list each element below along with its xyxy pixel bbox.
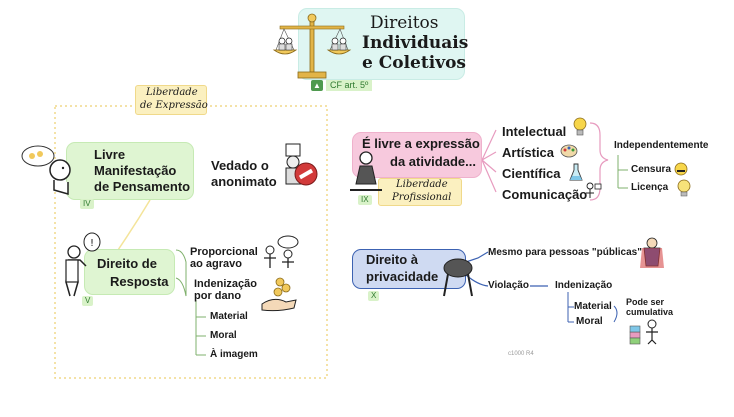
frame-label-line1: Liberdade xyxy=(146,87,198,98)
expressao-article-num: IX xyxy=(358,195,372,205)
privacidade-type-moral: Moral xyxy=(576,316,603,327)
liberdade-profissional-tag xyxy=(378,178,462,206)
triangle-up-icon: ▲ xyxy=(311,80,323,91)
stacked-boxes-person-icon xyxy=(629,319,658,345)
lightbulb-icon xyxy=(573,117,587,136)
no-anonymous-icon xyxy=(285,143,318,186)
privacidade-mesmo: Mesmo para pessoas "públicas" xyxy=(488,247,642,258)
liberdade-expressao-tag xyxy=(135,85,207,115)
indenizacao-line2: por dano xyxy=(194,290,242,302)
independente-censura: Censura xyxy=(631,164,672,175)
speaking-person-icon: ! xyxy=(65,232,101,297)
privacidade-type-material: Material xyxy=(574,301,612,312)
vedado-line1: Vedado o xyxy=(211,158,269,173)
expressao-tag-line1: Liberdade xyxy=(396,179,448,190)
livre-line3: de Pensamento xyxy=(94,179,191,194)
resposta-type-material: Material xyxy=(210,311,248,322)
proporcional-line1: Proporcional xyxy=(190,246,258,258)
resposta-line1: Direito de xyxy=(97,256,157,271)
title-line3: e Coletivos xyxy=(362,53,466,73)
livre-line1: Livre xyxy=(94,147,126,162)
superhero-icon xyxy=(640,237,664,268)
svg-text:!: ! xyxy=(90,238,94,249)
resposta-line2: Resposta xyxy=(110,274,169,289)
livre-article-num: IV xyxy=(80,199,94,209)
expressao-line2: da atividade... xyxy=(390,154,476,169)
privacidade-line2: privacidade xyxy=(366,269,439,284)
indenizacao-line1: Indenização xyxy=(194,278,257,290)
two-people-talking-icon xyxy=(264,235,299,268)
resposta-type-imagem: À imagem xyxy=(210,349,258,360)
privacidade-violacao: Violação xyxy=(488,280,529,291)
atividade-cientifica: Científica xyxy=(502,166,561,181)
title-line2: Individuais xyxy=(362,33,469,53)
livre-line2: Manifestação xyxy=(94,163,177,178)
direito-resposta-box xyxy=(84,249,175,295)
atividade-intelectual: Intelectual xyxy=(502,124,567,139)
title-line1: Direitos xyxy=(370,13,439,33)
cumulativa-line1: Pode ser xyxy=(626,297,665,307)
privacidade-article-num: X xyxy=(368,291,380,301)
expressao-atividade-box xyxy=(352,132,482,178)
license-bulb-icon xyxy=(677,179,691,197)
frame-label-line2: de Expressão xyxy=(140,100,208,111)
livre-manifestacao-box xyxy=(66,142,194,200)
privacidade-line1: Direito à xyxy=(366,252,419,267)
thinking-head-icon xyxy=(21,145,71,195)
atividade-artistica: Artística xyxy=(502,145,555,160)
censored-face-icon xyxy=(674,162,688,176)
privacidade-indenizacao: Indenização xyxy=(555,280,613,291)
ostrich-person-icon xyxy=(443,258,473,297)
resposta-article-num: V xyxy=(82,296,94,306)
atividade-comunicacao: Comunicação xyxy=(502,187,588,202)
communication-icon xyxy=(586,182,602,198)
title-box xyxy=(298,8,465,80)
scales-of-justice-icon xyxy=(272,13,352,79)
independentemente-label: Independentemente xyxy=(614,140,709,151)
flask-icon xyxy=(569,163,583,181)
resposta-type-moral: Moral xyxy=(210,330,237,341)
vedado-line2: anonimato xyxy=(211,174,277,189)
seated-thinker-icon xyxy=(350,151,382,191)
independente-licenca: Licença xyxy=(631,182,669,193)
expressao-tag-line2: Profissional xyxy=(392,192,452,203)
credit-label: c1000 R4 xyxy=(508,351,534,357)
cumulativa-line2: cumulativa xyxy=(626,307,674,317)
money-hand-icon xyxy=(261,277,297,312)
title-ref: CF art. 5º xyxy=(326,80,373,91)
proporcional-line2: ao agravo xyxy=(190,258,242,270)
palette-icon xyxy=(560,144,578,158)
expressao-line1: É livre a expressão xyxy=(362,136,480,151)
